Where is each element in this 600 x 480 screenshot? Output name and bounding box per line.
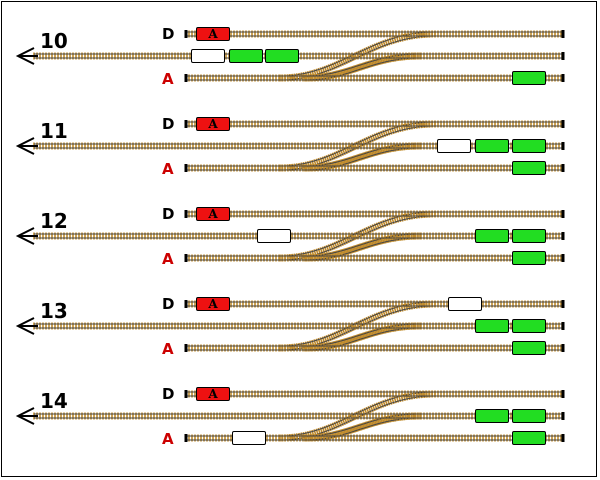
buffer-stop [561,412,565,420]
wagon[interactable] [475,229,509,243]
track-label-a: A [162,340,174,358]
buffer-stop [184,390,188,398]
wagon[interactable] [512,431,546,445]
wagon[interactable] [512,319,546,333]
wagon[interactable] [512,229,546,243]
track-upper [185,30,563,38]
buffer-stop [184,74,188,82]
buffer-stop [561,390,565,398]
track-label-a: A [162,430,174,448]
buffer-stop [184,164,188,172]
empty-wagon[interactable] [191,49,225,63]
step-number: 12 [40,209,68,233]
buffer-stop [561,120,565,128]
buffer-stop [561,52,565,60]
step-number: 11 [40,119,68,143]
wagon[interactable] [475,409,509,423]
buffer-stop [561,164,565,172]
buffer-stop [561,232,565,240]
locomotive[interactable]: A [196,297,230,311]
buffer-stop [561,210,565,218]
track-middle [33,412,563,420]
wagon[interactable] [512,161,546,175]
buffer-stop [561,300,565,308]
wagon[interactable] [475,139,509,153]
buffer-stop [561,30,565,38]
locomotive[interactable]: A [196,27,230,41]
track-upper [185,390,563,398]
track-label-d: D [162,385,175,403]
step-number: 10 [40,29,68,53]
buffer-stop [184,254,188,262]
empty-wagon[interactable] [448,297,482,311]
buffer-stop [184,434,188,442]
track-lower [185,254,563,262]
locomotive[interactable]: A [196,207,230,221]
step-number: 14 [40,389,68,413]
wagon[interactable] [512,409,546,423]
track-label-a: A [162,250,174,268]
buffer-stop [184,210,188,218]
track-upper [185,300,563,308]
track-label-a: A [162,70,174,88]
wagon[interactable] [475,319,509,333]
buffer-stop [561,142,565,150]
buffer-stop [184,300,188,308]
buffer-stop [561,254,565,262]
track-upper [185,120,563,128]
buffer-stop [184,120,188,128]
track-lower [185,74,563,82]
empty-wagon[interactable] [257,229,291,243]
wagon[interactable] [512,341,546,355]
wagon[interactable] [512,71,546,85]
wagon[interactable] [229,49,263,63]
track-label-d: D [162,115,175,133]
step-number: 13 [40,299,68,323]
buffer-stop [184,344,188,352]
track-middle [33,322,563,330]
locomotive[interactable]: A [196,117,230,131]
buffer-stop [561,344,565,352]
wagon[interactable] [512,251,546,265]
buffer-stop [184,30,188,38]
track-lower [185,164,563,172]
track-upper [185,210,563,218]
track-label-d: D [162,295,175,313]
track-label-d: D [162,25,175,43]
wagon[interactable] [512,139,546,153]
locomotive[interactable]: A [196,387,230,401]
empty-wagon[interactable] [232,431,266,445]
buffer-stop [561,322,565,330]
track-label-d: D [162,205,175,223]
track-label-a: A [162,160,174,178]
empty-wagon[interactable] [437,139,471,153]
wagon[interactable] [265,49,299,63]
buffer-stop [561,434,565,442]
buffer-stop [561,74,565,82]
track-lower [185,344,563,352]
